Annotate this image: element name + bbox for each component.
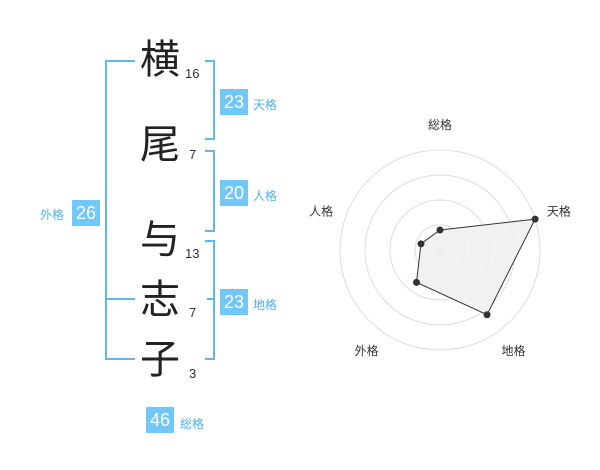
chikaku-label: 地格 bbox=[253, 298, 278, 312]
radar-axis-label: 外格 bbox=[355, 343, 379, 358]
jinkaku-bracket bbox=[205, 150, 215, 232]
name-char-3: 与 bbox=[140, 217, 180, 263]
stroke-count-5: 3 bbox=[189, 366, 197, 381]
soukaku-label: 総格 bbox=[180, 417, 205, 431]
tenkaku-label: 天格 bbox=[253, 98, 278, 112]
radar-point-人格 bbox=[417, 240, 425, 248]
gaikaku-bracket bbox=[105, 60, 135, 360]
name-char-1: 横 bbox=[140, 37, 180, 83]
radar-axis-label: 天格 bbox=[547, 203, 571, 218]
chikaku-badge: 23 bbox=[220, 289, 248, 315]
radar-point-総格 bbox=[436, 226, 444, 234]
radar-point-外格 bbox=[412, 278, 420, 286]
stroke-count-2: 7 bbox=[189, 147, 197, 162]
radar-point-地格 bbox=[483, 311, 491, 319]
radar-shape bbox=[412, 215, 539, 319]
jinkaku-badge: 20 bbox=[220, 180, 248, 206]
gaikaku-tick-right bbox=[207, 298, 215, 300]
soukaku-badge: 46 bbox=[146, 407, 174, 433]
radar-axis-label: 人格 bbox=[309, 203, 333, 218]
stroke-count-3: 13 bbox=[185, 246, 200, 261]
radar-polygon bbox=[415, 218, 536, 316]
chikaku-bracket bbox=[205, 240, 215, 360]
name-char-5: 子 bbox=[140, 337, 180, 383]
radar-point-天格 bbox=[531, 215, 539, 223]
stroke-count-4: 7 bbox=[189, 305, 197, 320]
name-char-2: 尾 bbox=[140, 122, 180, 168]
tenkaku-bracket bbox=[205, 60, 215, 140]
radar-axis-label: 地格 bbox=[501, 343, 525, 358]
jinkaku-label: 人格 bbox=[253, 189, 278, 203]
radar-axis-label: 総格 bbox=[428, 117, 452, 132]
name-char-4: 志 bbox=[140, 277, 180, 323]
gaikaku-tick-left bbox=[105, 298, 135, 300]
radar-ring-4 bbox=[339, 149, 541, 351]
gaikaku-label: 外格 bbox=[40, 208, 65, 222]
gaikaku-badge: 26 bbox=[72, 200, 100, 226]
tenkaku-badge: 23 bbox=[220, 89, 248, 115]
stroke-count-1: 16 bbox=[185, 66, 200, 81]
